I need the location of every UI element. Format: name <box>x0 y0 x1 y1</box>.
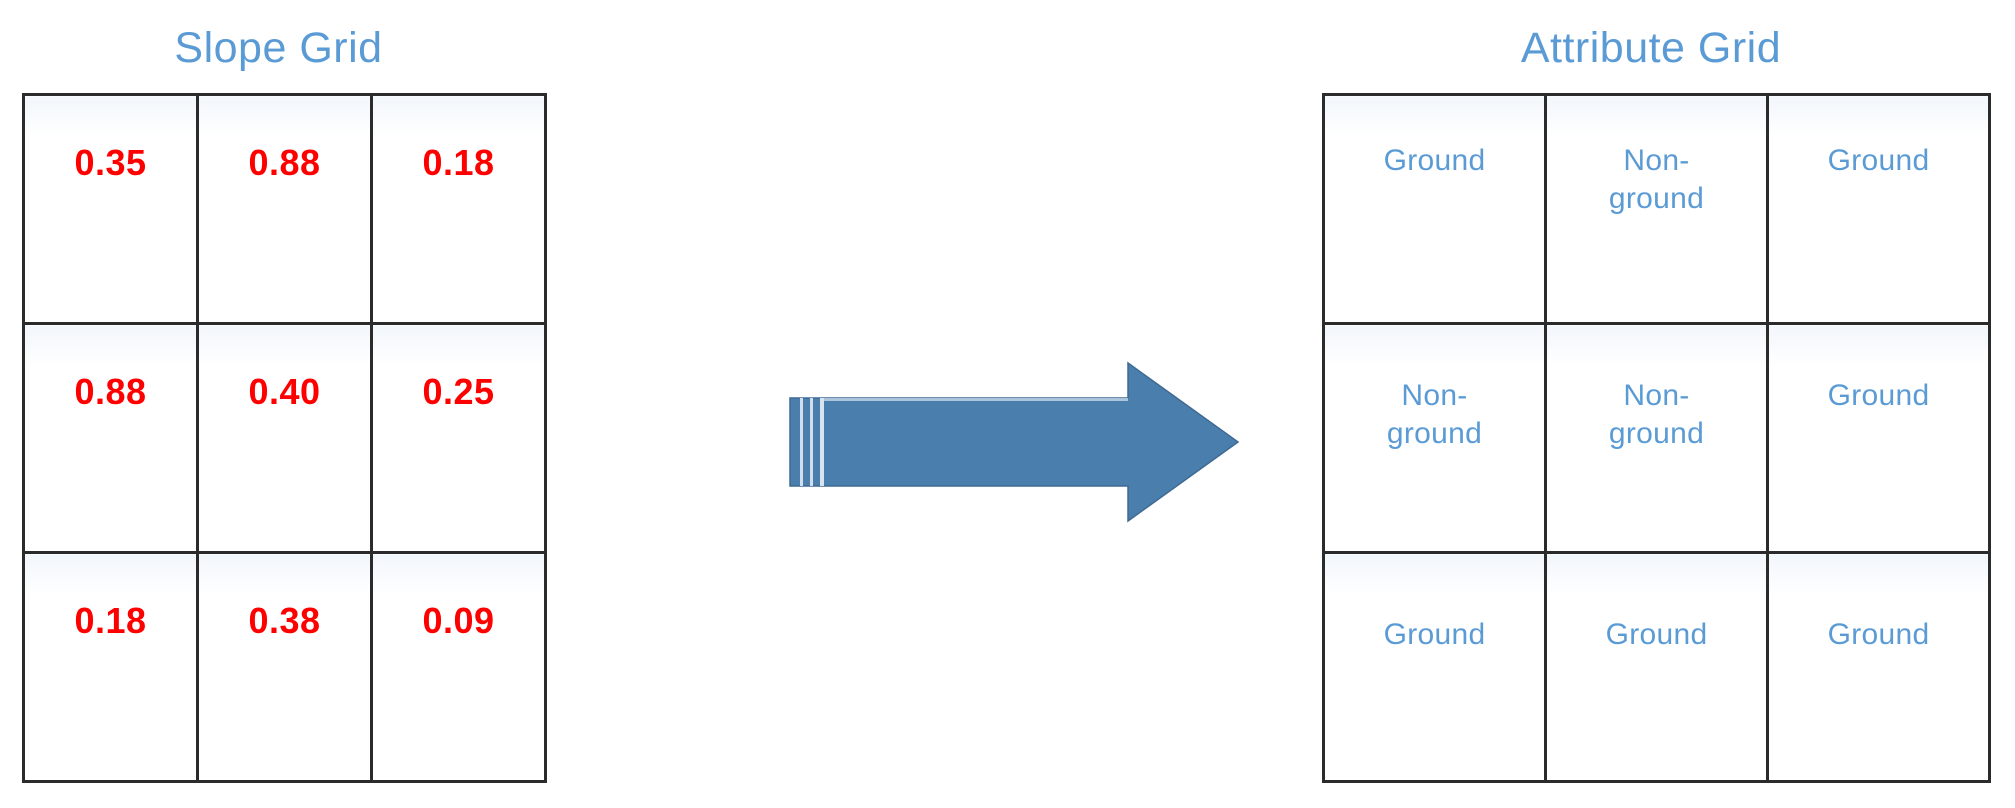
attr-cell-value: Ground <box>1827 618 1930 651</box>
attr-cell-r3c2: Ground <box>1544 551 1769 783</box>
table-row: 0.18 0.38 0.09 <box>22 551 547 783</box>
table-row: 0.88 0.40 0.25 <box>22 322 547 554</box>
slope-cell-r3c2: 0.38 <box>196 551 373 783</box>
attr-cell-r2c3: Ground <box>1766 322 1991 554</box>
slope-cell-value: 0.35 <box>74 142 147 183</box>
table-row: Non- ground Non- ground Ground <box>1322 322 1991 554</box>
slope-cell-r2c2: 0.40 <box>196 322 373 554</box>
slope-cell-value: 0.88 <box>74 371 147 412</box>
attr-cell-r1c2: Non- ground <box>1544 93 1769 325</box>
slope-cell-r1c1: 0.35 <box>22 93 199 325</box>
attr-cell-value: Ground <box>1383 618 1486 651</box>
attr-cell-r1c3: Ground <box>1766 93 1991 325</box>
attr-cell-value: Ground <box>1827 379 1930 412</box>
attr-cell-value: Non- ground <box>1608 144 1705 215</box>
attr-cell-value: Non- ground <box>1386 379 1483 450</box>
slope-cell-value: 0.18 <box>422 142 495 183</box>
slope-cell-r2c1: 0.88 <box>22 322 199 554</box>
attribute-grid: Ground Non- ground Ground Non- ground No… <box>1322 93 1991 783</box>
attr-cell-value: Ground <box>1383 144 1486 177</box>
slope-cell-value: 0.25 <box>422 371 495 412</box>
attribute-grid-title: Attribute Grid <box>1520 24 1782 72</box>
slope-cell-value: 0.88 <box>248 142 321 183</box>
slope-grid: 0.35 0.88 0.18 0.88 0.40 0.25 0.18 0.38 … <box>22 93 547 783</box>
slope-cell-r3c3: 0.09 <box>370 551 547 783</box>
table-row: Ground Ground Ground <box>1322 551 1991 783</box>
attr-cell-r3c3: Ground <box>1766 551 1991 783</box>
slope-cell-r2c3: 0.25 <box>370 322 547 554</box>
attr-cell-r2c1: Non- ground <box>1322 322 1547 554</box>
slope-cell-value: 0.09 <box>422 600 495 641</box>
slope-cell-value: 0.40 <box>248 371 321 412</box>
slope-cell-r1c2: 0.88 <box>196 93 373 325</box>
slope-cell-r1c3: 0.18 <box>370 93 547 325</box>
table-row: Ground Non- ground Ground <box>1322 93 1991 325</box>
attr-cell-value: Non- ground <box>1608 379 1705 450</box>
right-arrow-icon <box>788 358 1240 526</box>
attr-cell-r2c2: Non- ground <box>1544 322 1769 554</box>
slope-cell-value: 0.18 <box>74 600 147 641</box>
attr-cell-value: Ground <box>1605 618 1708 651</box>
attr-cell-value: Ground <box>1827 144 1930 177</box>
slope-cell-r3c1: 0.18 <box>22 551 199 783</box>
attr-cell-r3c1: Ground <box>1322 551 1547 783</box>
slope-cell-value: 0.38 <box>248 600 321 641</box>
slope-grid-title: Slope Grid <box>174 24 383 72</box>
attr-cell-r1c1: Ground <box>1322 93 1547 325</box>
table-row: 0.35 0.88 0.18 <box>22 93 547 325</box>
